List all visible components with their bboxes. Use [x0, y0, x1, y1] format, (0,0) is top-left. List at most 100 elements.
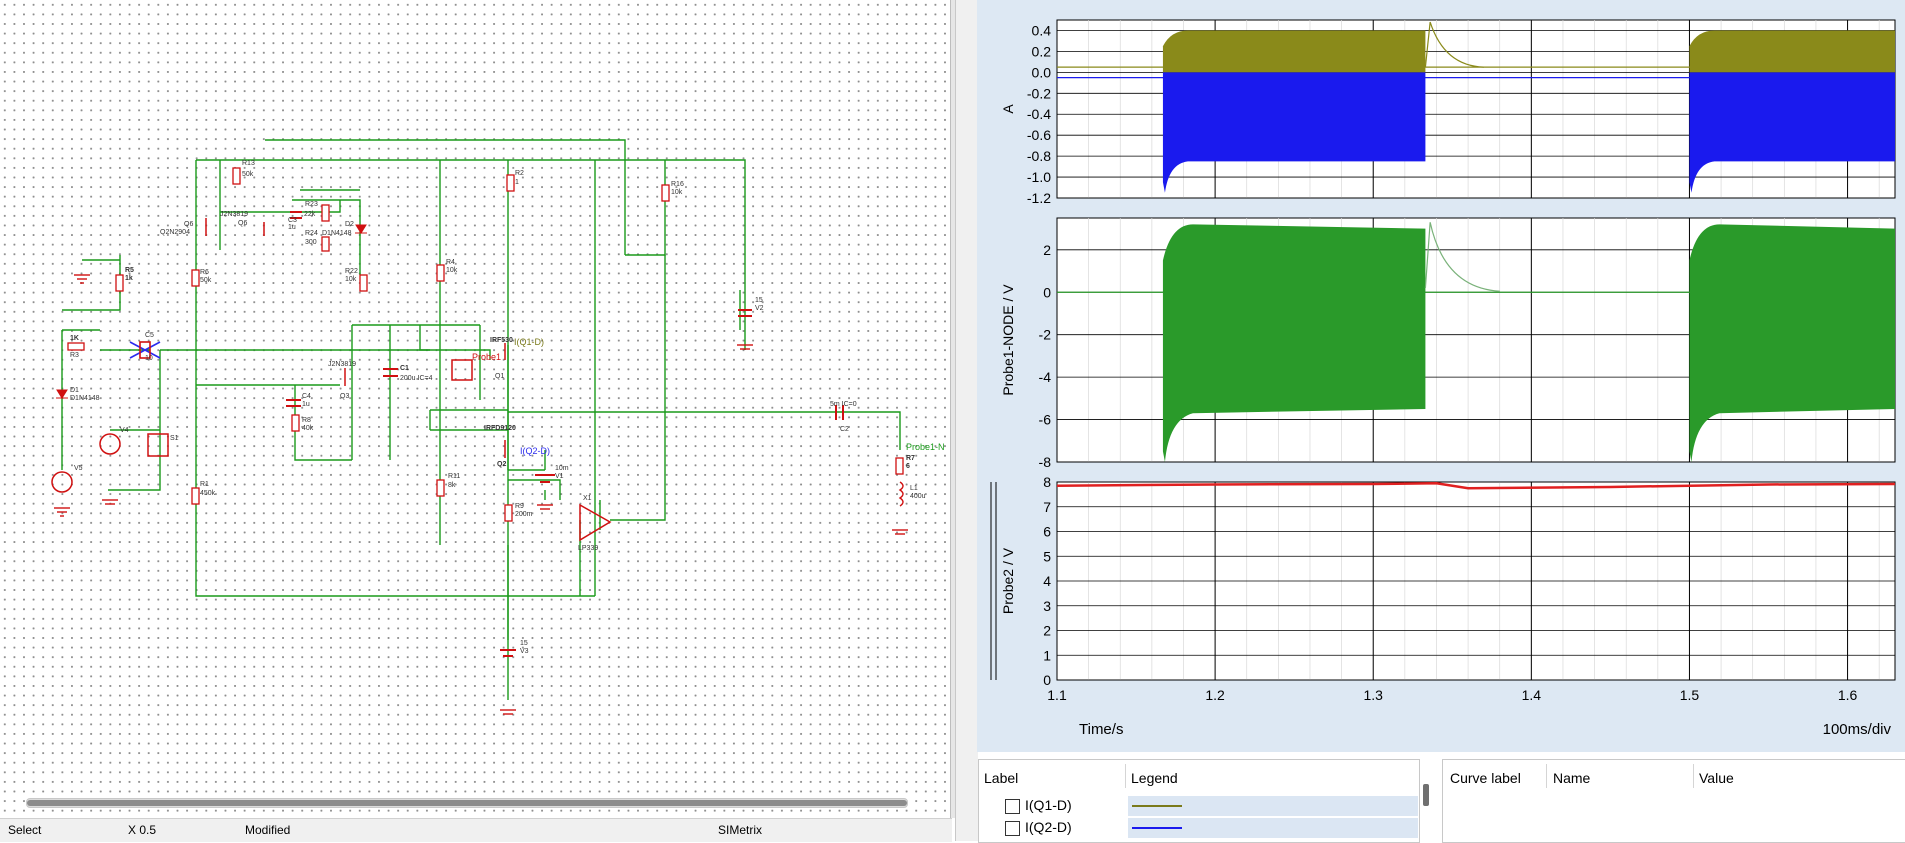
svg-text:R7: R7 [906, 455, 915, 462]
y-tick-label: 8 [1043, 474, 1051, 490]
svg-text:X1: X1 [583, 495, 592, 502]
y-tick-label: -8 [1039, 454, 1052, 470]
svg-text:R13: R13 [242, 160, 255, 167]
y-tick-label: 7 [1043, 499, 1051, 515]
checkbox-q2d[interactable] [1005, 821, 1020, 836]
svg-text:C5: C5 [145, 332, 154, 339]
svg-text:1k: 1k [125, 275, 133, 282]
x-tick-label: 1.1 [1047, 687, 1067, 703]
y-tick-label: 2 [1043, 242, 1051, 258]
svg-text:J2N3819: J2N3819 [328, 361, 356, 368]
svg-text:300: 300 [305, 239, 317, 246]
svg-text:6: 6 [906, 463, 910, 470]
svg-text:D2: D2 [345, 221, 354, 228]
name-header: Name [1553, 770, 1591, 786]
svg-text:40k: 40k [302, 425, 314, 432]
y-tick-label: 3 [1043, 598, 1051, 614]
probe1-label[interactable]: Probe1 [472, 352, 501, 362]
series-probe1-burst [1162, 224, 1426, 462]
y-tick-label: 6 [1043, 524, 1051, 540]
curve-label-header: Curve label [1450, 770, 1521, 786]
svg-text:R11: R11 [448, 473, 460, 480]
probe-q2d-label[interactable]: I(Q2-D) [520, 446, 550, 456]
svg-text:50k: 50k [200, 277, 212, 284]
scrollbar-thumb[interactable] [1423, 784, 1429, 806]
probe-q1d-label[interactable]: I(Q1-D) [514, 337, 544, 347]
svg-text:5m IC=0: 5m IC=0 [830, 401, 857, 408]
status-xy: X 0.5 [128, 823, 157, 837]
svg-text:400u: 400u [910, 493, 926, 500]
y-tick-label: -1.2 [1027, 190, 1051, 206]
y-tick-label: -4 [1039, 369, 1052, 385]
svg-text:15: 15 [520, 640, 528, 647]
column-separator [1546, 764, 1547, 788]
column-separator [1125, 764, 1126, 788]
x-axis-label: Time/s [1079, 721, 1123, 738]
svg-text:C2: C2 [840, 426, 849, 433]
x-tick-label: 1.5 [1680, 687, 1700, 703]
y-tick-label: 0.4 [1032, 22, 1052, 38]
y-tick-label: 5 [1043, 548, 1051, 564]
pane-splitter[interactable] [955, 0, 978, 841]
series-q2d-burst [1689, 72, 1895, 193]
svg-text:8k: 8k [448, 482, 456, 489]
svg-text:C3: C3 [288, 217, 297, 224]
series-q1d-burst [1689, 30, 1895, 73]
x-tick-label: 1.4 [1522, 687, 1542, 703]
svg-text:10k: 10k [446, 267, 458, 274]
legend-row-q2d[interactable]: I(Q2-D) [1005, 818, 1418, 838]
legend-swatch [1128, 818, 1418, 838]
y-tick-label: -1.0 [1027, 169, 1051, 185]
curve-values-panel: Curve label Name Value [1442, 759, 1905, 843]
y-tick-label: -6 [1039, 412, 1052, 428]
y-axis-label: Probe1-NODE / V [1000, 284, 1016, 396]
series-q2d-burst [1162, 72, 1426, 193]
y-tick-label: 0.2 [1032, 43, 1052, 59]
y-tick-label: -0.4 [1027, 106, 1051, 122]
checkbox-q1d[interactable] [1005, 799, 1020, 814]
svg-text:V3: V3 [520, 648, 529, 655]
svg-text:1u: 1u [288, 224, 296, 231]
y-tick-label: 2 [1043, 623, 1051, 639]
legend-vertical-scrollbar[interactable] [1422, 782, 1430, 841]
y-tick-label: 1 [1043, 647, 1051, 663]
series-q1d-burst [1162, 30, 1426, 73]
svg-text:S1: S1 [170, 435, 179, 442]
svg-text:1K: 1K [70, 335, 79, 342]
series-probe1-burst [1689, 224, 1895, 462]
svg-text:50k: 50k [242, 171, 254, 178]
svg-text:Q3: Q3 [340, 393, 349, 400]
svg-text:LP339: LP339 [578, 545, 598, 552]
y-tick-label: 0.0 [1032, 64, 1052, 80]
status-simetrix: SIMetrix [718, 823, 763, 837]
svg-text:1: 1 [515, 179, 519, 186]
svg-text:10m: 10m [555, 465, 569, 472]
x-tick-label: 1.6 [1838, 687, 1858, 703]
x-scale-label: 100ms/div [1823, 721, 1892, 738]
y-tick-label: 0 [1043, 672, 1051, 688]
svg-text:D1: D1 [70, 387, 79, 394]
column-separator [1693, 764, 1694, 788]
label-legend-panel: Label Legend I(Q1-D) I(Q2-D) [978, 759, 1420, 843]
x-tick-label: 1.2 [1205, 687, 1225, 703]
legend-row-q1d[interactable]: I(Q1-D) [1005, 796, 1418, 816]
probe1n-label[interactable]: Probe1-N [906, 442, 945, 452]
svg-text:R2: R2 [515, 170, 524, 177]
scrollbar-thumb[interactable] [27, 800, 907, 806]
legend-label: I(Q2-D) [1025, 819, 1072, 835]
svg-text:200u IC=4: 200u IC=4 [400, 375, 433, 382]
svg-text:Q6: Q6 [184, 221, 193, 228]
y-axis-label: A [1000, 104, 1016, 114]
svg-text:L1: L1 [910, 485, 918, 492]
status-modified: Modified [245, 823, 291, 837]
svg-text:22k: 22k [304, 211, 316, 218]
y-tick-label: -2 [1039, 327, 1052, 343]
status-bar: Select X 0.5 Modified SIMetrix [0, 818, 952, 842]
svg-text:R3: R3 [70, 352, 79, 359]
waveform-plots: 0.40.20.0-0.2-0.4-0.6-0.8-1.0-1.2A20-2-4… [990, 19, 1896, 738]
schematic-horizontal-scrollbar[interactable] [26, 798, 908, 808]
svg-text:10k: 10k [345, 276, 357, 283]
svg-text:R16: R16 [671, 181, 684, 188]
